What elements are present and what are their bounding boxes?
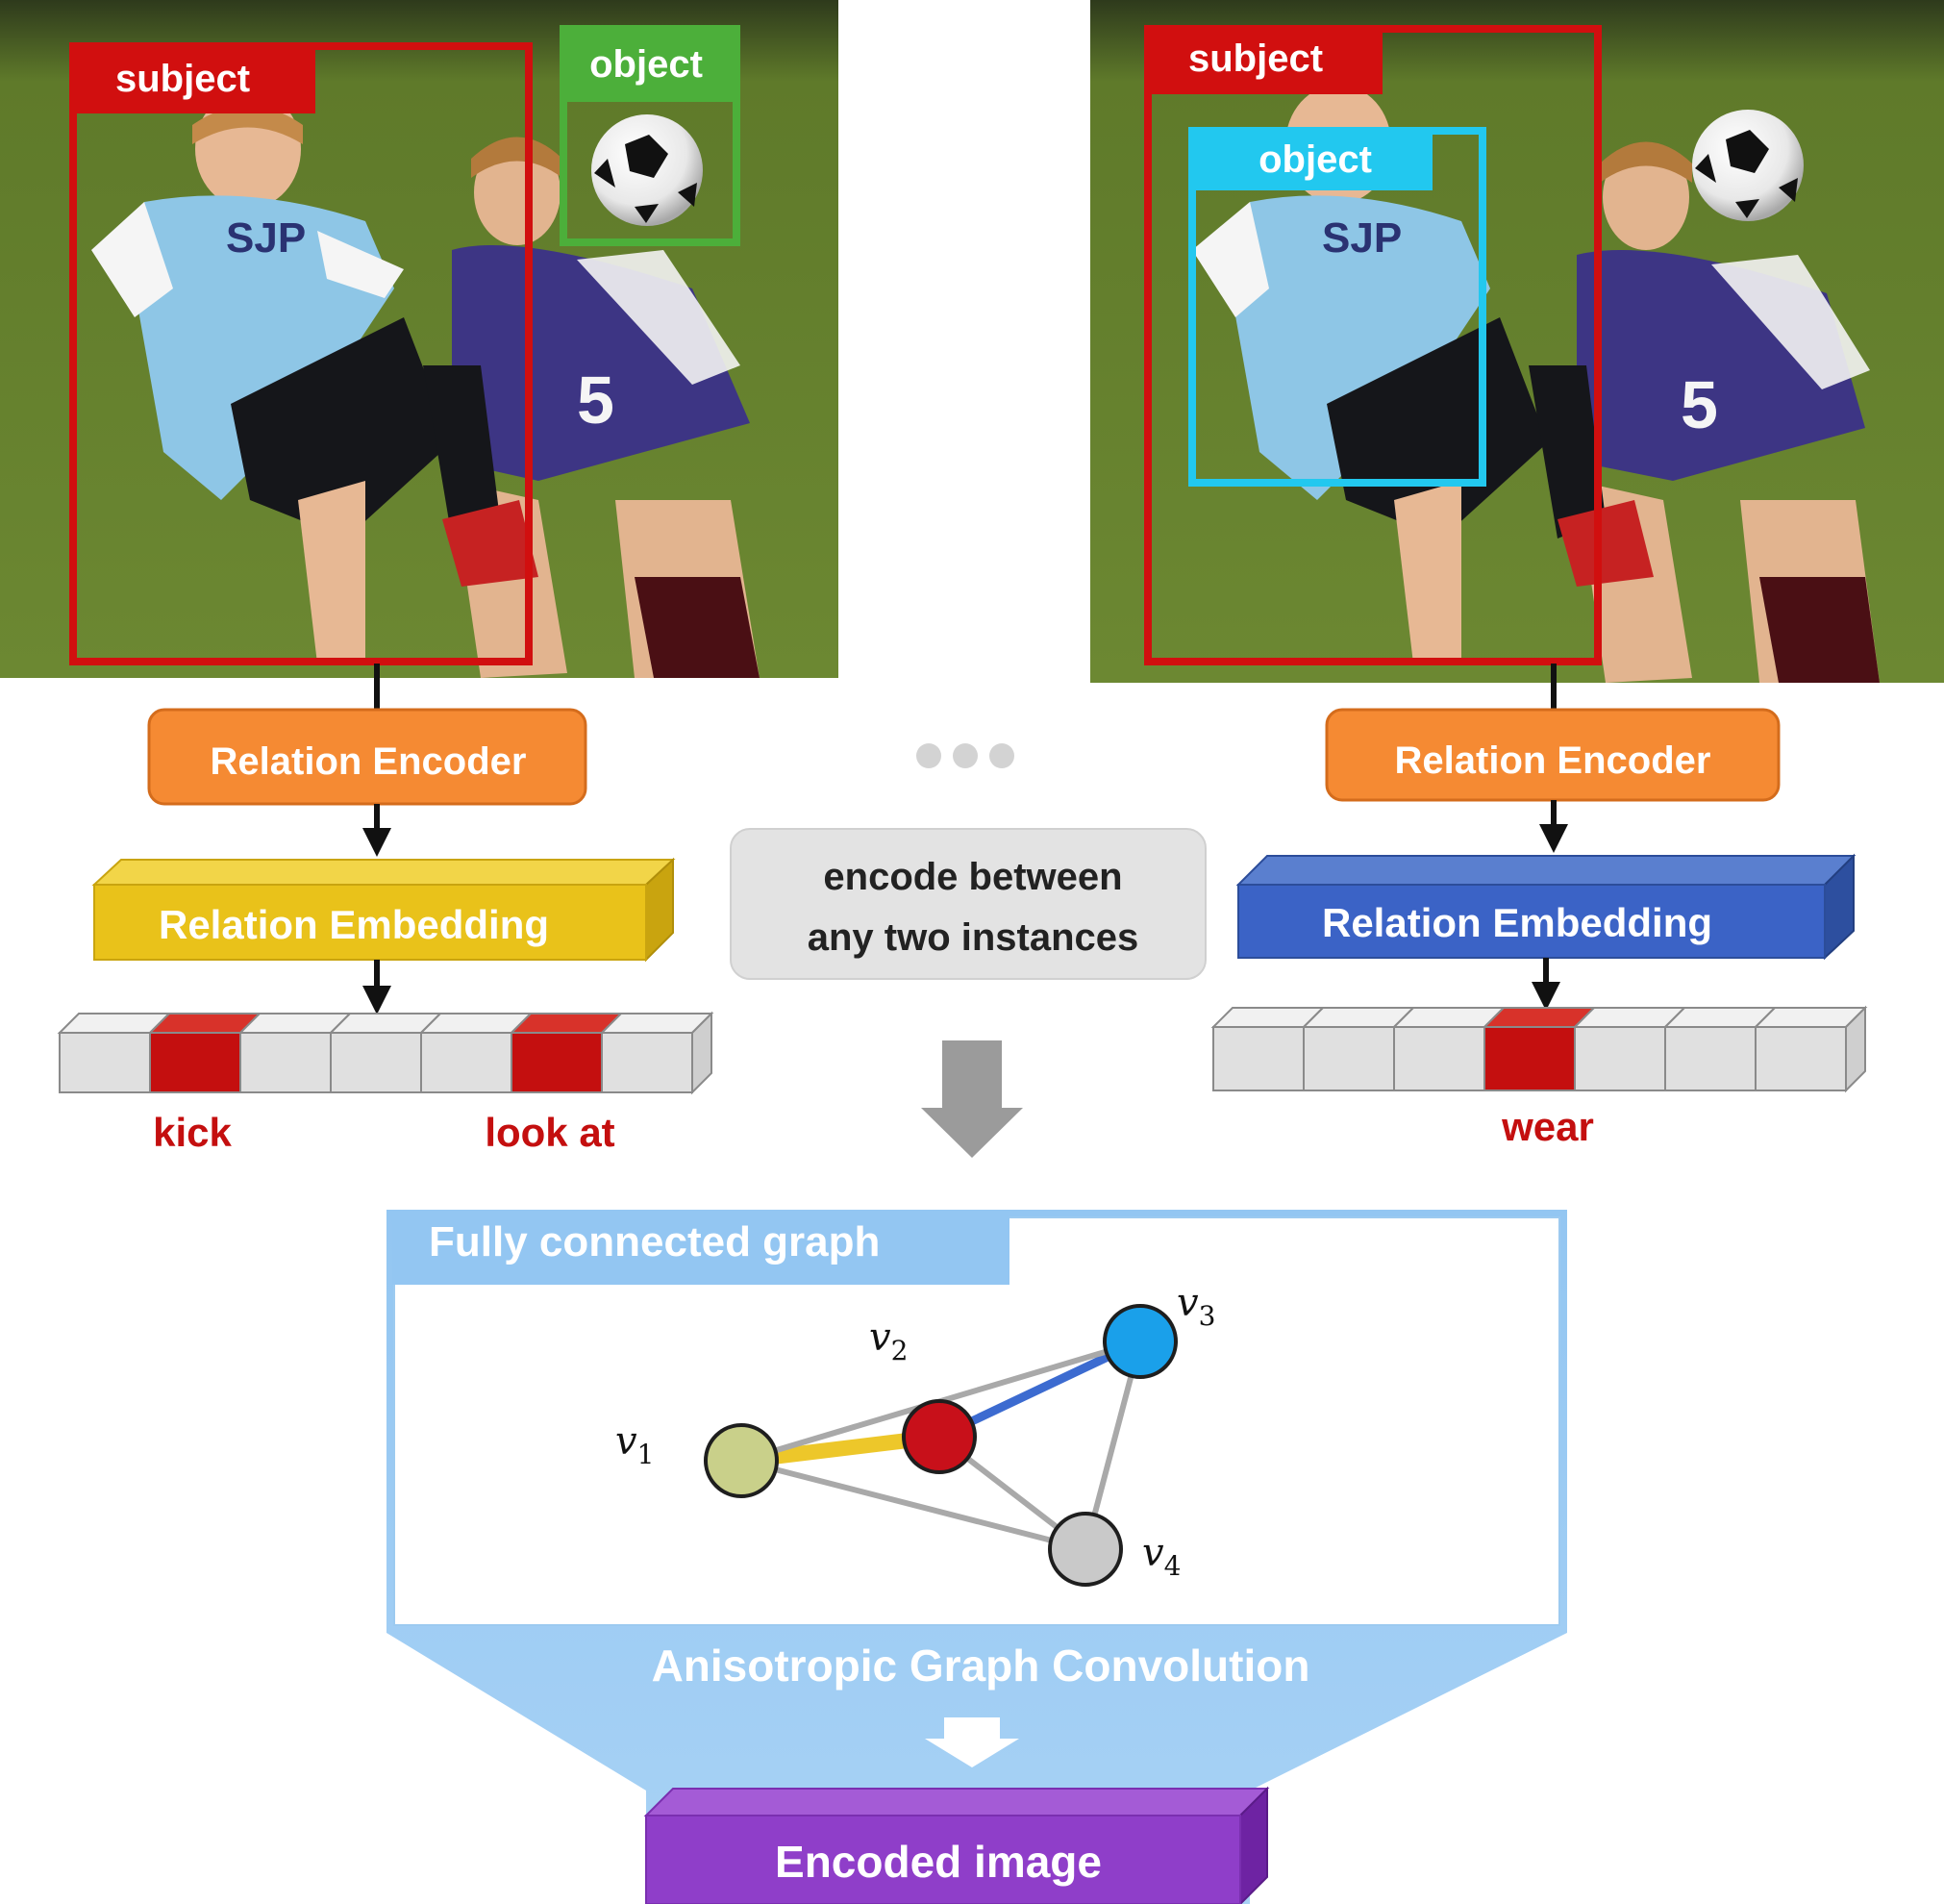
right-relation-embedding: Relation Embedding [1235, 853, 1857, 961]
embedding-cell [57, 1013, 172, 1093]
right-object-label: object [1259, 138, 1372, 181]
note-line-2: any two instances [808, 916, 1139, 959]
left-subject-tag [69, 42, 315, 113]
embedding-cell-active [147, 1013, 262, 1093]
right-subject-tag [1144, 25, 1383, 94]
embedding-cell [1572, 1007, 1687, 1091]
note-box: encode between any two instances [730, 828, 1207, 980]
graph-title: Fully connected graph [429, 1218, 880, 1265]
convolution-arrow [925, 1717, 1019, 1767]
left-embedding-vector [57, 1011, 714, 1095]
note-line-1: encode between [823, 856, 1122, 898]
graph-node-v2 [902, 1399, 977, 1474]
graph-node-label-v2: v2 [869, 1315, 908, 1366]
left-relation-embedding: Relation Embedding [91, 857, 676, 963]
left-object-tag [560, 25, 740, 102]
graph-node-label-v4: v4 [1142, 1531, 1181, 1582]
left-predicate-look-at: look at [485, 1110, 614, 1155]
left-ball [591, 114, 703, 226]
graph-title-tab [392, 1215, 1009, 1285]
right-player-purple: 5 [1577, 141, 1880, 683]
left-photo: 5 SJP subject [0, 0, 838, 678]
embedding-cell [328, 1013, 443, 1093]
right-embedding-label: Relation Embedding [1322, 900, 1712, 945]
left-subject-label: subject [115, 58, 250, 100]
right-embedding-vector [1210, 1005, 1868, 1093]
svg-text:5: 5 [1681, 367, 1718, 442]
right-subject-label: subject [1188, 38, 1323, 80]
graph-nodes: v1 v2 v3 v4 [615, 1281, 1215, 1587]
embedding-cell [599, 1011, 714, 1095]
embedding-cell [1662, 1007, 1778, 1091]
encoded-image-block: Encoded image [643, 1786, 1270, 1904]
down-arrow [921, 1040, 1023, 1158]
ellipsis-dot [989, 743, 1014, 768]
left-embedding-label: Relation Embedding [159, 902, 549, 947]
right-object-tag [1188, 127, 1433, 190]
left-predicate-kick: kick [153, 1110, 232, 1155]
graph-node-label-v3: v3 [1177, 1281, 1215, 1332]
encoded-image-label: Encoded image [775, 1837, 1102, 1887]
right-predicate-wear: wear [1501, 1104, 1594, 1149]
ellipsis-dot [916, 743, 941, 768]
embedding-cell-active [509, 1013, 624, 1093]
graph-panel: Fully connected graph [386, 1210, 1567, 1904]
graph-edge-v1-v4 [738, 1458, 1088, 1552]
graph-node-v4 [1048, 1512, 1123, 1587]
svg-text:SJP: SJP [1322, 214, 1402, 262]
right-ball [1692, 110, 1804, 221]
convolution-label: Anisotropic Graph Convolution [652, 1641, 1310, 1691]
left-player-white: SJP [91, 89, 538, 664]
graph-node-v3 [1103, 1304, 1178, 1379]
right-encoder-label: Relation Encoder [1395, 739, 1711, 782]
graph-node-v1 [704, 1423, 779, 1498]
embedding-cell [1301, 1007, 1416, 1091]
embedding-cell [1391, 1007, 1507, 1091]
embedding-cell [1210, 1007, 1326, 1091]
ellipsis [916, 743, 1014, 768]
right-relation-encoder: Relation Encoder [1325, 708, 1781, 802]
embedding-cell [418, 1013, 534, 1093]
right-photo: 5 SJP subject object [1090, 0, 1944, 683]
svg-text:SJP: SJP [226, 214, 306, 262]
graph-node-label-v1: v1 [615, 1419, 654, 1470]
left-encoder-label: Relation Encoder [211, 740, 527, 783]
embedding-cell [1753, 1005, 1868, 1093]
left-object-label: object [589, 43, 703, 86]
svg-text:5: 5 [577, 363, 614, 438]
ellipsis-dot [953, 743, 978, 768]
left-relation-encoder: Relation Encoder [147, 708, 587, 806]
